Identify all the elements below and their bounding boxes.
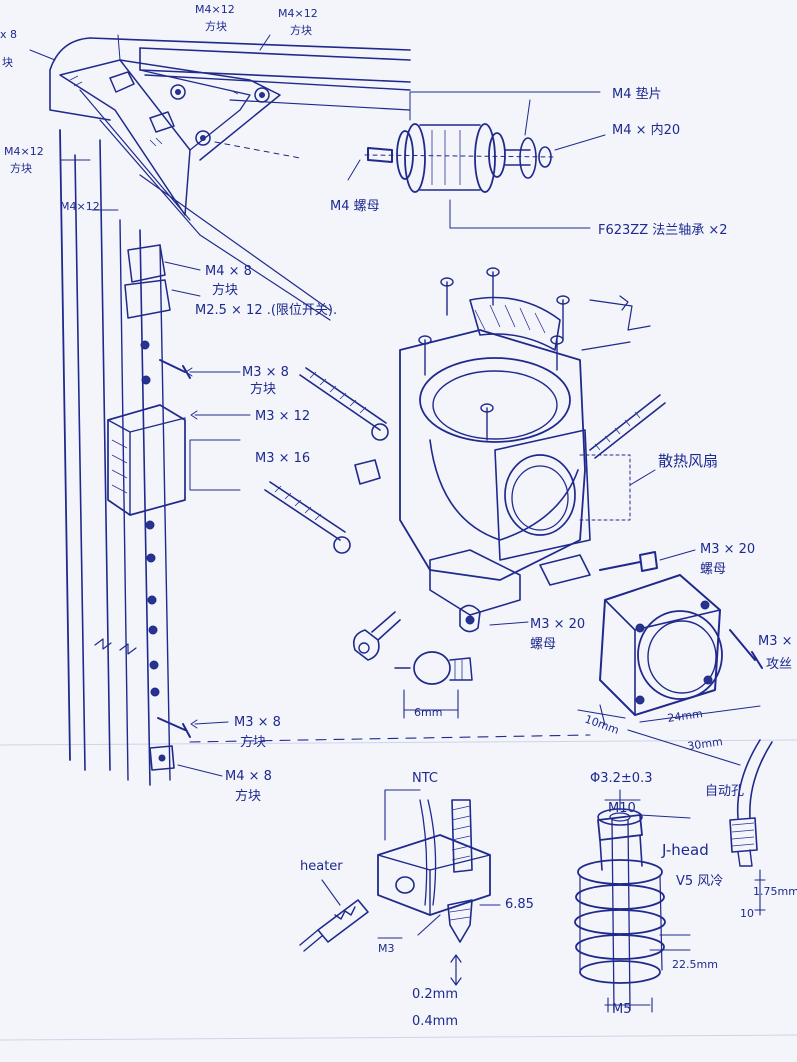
label-left-m4x12-b: 方块 (10, 161, 32, 175)
label-nut-m4: M4 螺母 (330, 199, 380, 214)
bracket-screw-1 (170, 84, 186, 100)
label-top-left-2: M4×12 (278, 7, 318, 20)
label-m3x20-nut-c: M3 × 20 (530, 617, 585, 632)
label-dim-175: 1.75mm (753, 885, 797, 898)
effector-assembly (264, 267, 666, 633)
vertical-rail (59, 129, 191, 786)
label-m4x8-square: M4 × 8 (205, 264, 252, 279)
label-limit-switch: M2.5 × 12 .(限位开关). (195, 303, 337, 318)
label-m3-tap: M3 × (758, 634, 793, 649)
jhead-detail (574, 739, 773, 1013)
label-dim-685: 6.85 (505, 897, 534, 912)
label-m3x8-b-b: 方块 (240, 734, 266, 750)
label-dim-6mm: 6mm (414, 706, 442, 719)
label-m4x8-bottom-b: 方块 (235, 788, 261, 804)
jhead-fins (574, 859, 666, 984)
label-phi32: Φ3.2±0.3 (590, 771, 652, 786)
bracket-screw-3 (195, 130, 211, 146)
label-nozzle-02: 0.2mm (412, 987, 458, 1002)
leader-lines (29, 34, 696, 777)
label-m4x8-square-b: 方块 (212, 282, 238, 298)
label-dim-10: 10 (740, 907, 754, 920)
hotend-assembly (189, 734, 591, 986)
label-ntc: NTC (412, 771, 438, 786)
label-top-left-1b: 方块 (205, 19, 227, 33)
label-v5: V5 风冷 (676, 874, 723, 889)
label-nozzle-04: 0.4mm (412, 1014, 458, 1029)
bracket-screw-2 (254, 87, 270, 103)
annotation-labels: M4×12 方块 M4×12 方块 x 8 块 M4×12 方块 M4×12 M… (0, 3, 797, 1029)
label-m3x20-nut-c-b: 螺母 (530, 637, 556, 652)
label-washer: M4 垫片 (612, 86, 662, 102)
rod-end-detail (352, 611, 473, 719)
label-m3x20-nut-r: M3 × 20 (700, 542, 755, 557)
label-m3x8-a: M3 × 8 (242, 365, 289, 380)
label-m3-tap-b: 攻丝 (766, 657, 792, 672)
label-heater: heater (300, 859, 343, 874)
label-bearing: F623ZZ 法兰轴承 ×2 (598, 223, 728, 238)
label-m3-bottom: M3 (378, 942, 395, 955)
label-m3x12: M3 × 12 (255, 409, 310, 424)
effector-arms (264, 367, 666, 554)
label-left-m4x12-2: M4×12 (60, 200, 100, 213)
label-m3x8-a-b: 方块 (250, 381, 276, 397)
frame-corner-drawing (49, 37, 411, 321)
label-dim-225: 22.5mm (672, 958, 718, 971)
label-left-m4x12: M4×12 (4, 145, 44, 158)
fan-mount (577, 574, 763, 766)
label-m3x8-b: M3 × 8 (234, 715, 281, 730)
label-left-edge-1: x 8 (0, 28, 17, 41)
label-left-edge-2: 块 (2, 56, 13, 69)
label-m4x8-bottom: M4 × 8 (225, 769, 272, 784)
label-m3x16: M3 × 16 (255, 451, 310, 466)
label-m10: M10 (608, 801, 636, 816)
label-fan: 散热风扇 (658, 452, 718, 470)
label-top-left-2b: 方块 (290, 23, 312, 37)
label-top-left-1: M4×12 (195, 3, 235, 16)
label-pneumatic: 自动孔 (705, 784, 744, 799)
label-m3x20-nut-r-b: 螺母 (700, 562, 726, 577)
effector-pins (418, 267, 570, 441)
bracket-screw-4 (109, 71, 175, 133)
label-dim-30mm: 30mm (687, 735, 724, 753)
label-m5: M5 (612, 1002, 632, 1017)
bearing-stack (347, 91, 606, 229)
label-dim-24mm: 24mm (667, 707, 704, 725)
rail-holes (140, 340, 160, 697)
label-jhead: J-head (661, 841, 709, 859)
label-bolt-m4x20: M4 × 内20 (612, 122, 680, 138)
